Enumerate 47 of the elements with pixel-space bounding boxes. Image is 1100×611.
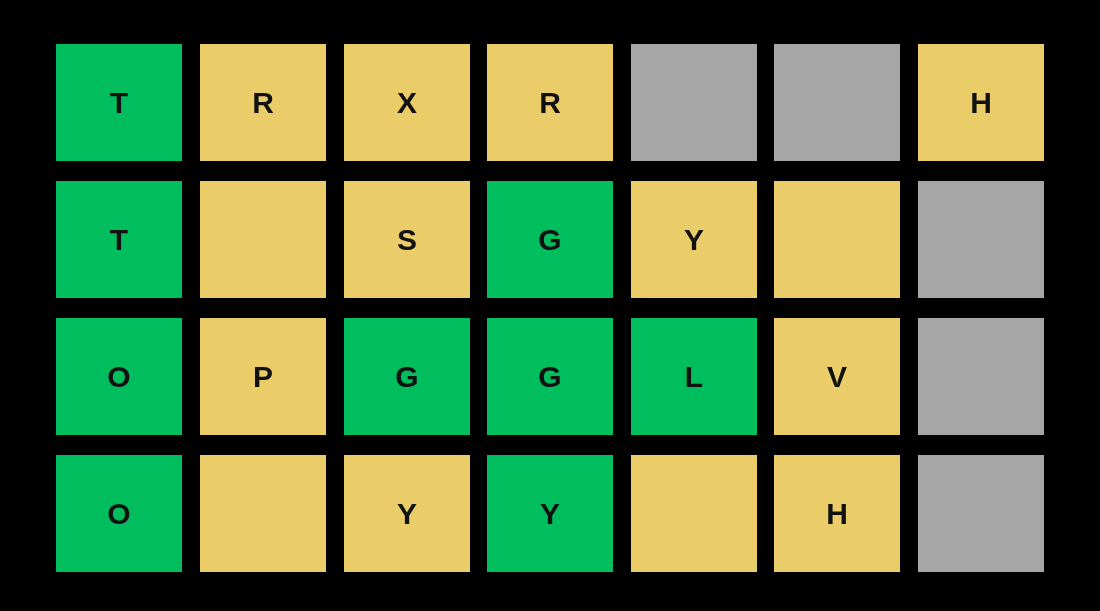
letter-tile: [344, 44, 470, 161]
tile-letter: X: [397, 85, 417, 120]
tile-letter: O: [107, 496, 131, 531]
letter-tile: [200, 181, 326, 298]
letter-tile: [631, 181, 757, 298]
letter-tile: [774, 181, 900, 298]
tile-letter: G: [538, 359, 562, 394]
tile-letter: T: [109, 85, 129, 120]
letter-tile: [487, 318, 613, 435]
letter-tile: [774, 44, 900, 161]
tile-letter: T: [109, 222, 129, 257]
letter-tile: [344, 181, 470, 298]
letter-tile: [56, 44, 182, 161]
tile-letter: G: [395, 359, 419, 394]
letter-tile: [487, 44, 613, 161]
tile-letter: R: [252, 85, 274, 120]
tile-letter: G: [538, 222, 562, 257]
letter-tile: [631, 455, 757, 572]
letter-tile: [487, 181, 613, 298]
tile-letter: H: [826, 496, 848, 531]
tile-letter: Y: [684, 222, 704, 257]
letter-tile: [200, 44, 326, 161]
letter-tile: [56, 318, 182, 435]
letter-tile: [918, 181, 1044, 298]
tile-letter: S: [397, 222, 417, 257]
letter-tile: [774, 318, 900, 435]
tile-letter: Y: [397, 496, 417, 531]
tile-letter: L: [684, 359, 704, 394]
letter-tile: [200, 455, 326, 572]
tile-letter: R: [539, 85, 561, 120]
letter-tile: [344, 318, 470, 435]
tile-letter: Y: [540, 496, 560, 531]
letter-tile: [56, 455, 182, 572]
letter-tile: [631, 318, 757, 435]
tile-letter: H: [970, 85, 992, 120]
letter-tile: [200, 318, 326, 435]
letter-tile: [774, 455, 900, 572]
letter-tile: [344, 455, 470, 572]
letter-tile: [631, 44, 757, 161]
letter-tile: [918, 44, 1044, 161]
tile-letter: V: [827, 359, 847, 394]
letter-tile: [487, 455, 613, 572]
tile-letter: O: [107, 359, 131, 394]
letter-tile: [56, 181, 182, 298]
letter-tile: [918, 318, 1044, 435]
letter-tile: [918, 455, 1044, 572]
tile-letter: P: [253, 359, 273, 394]
